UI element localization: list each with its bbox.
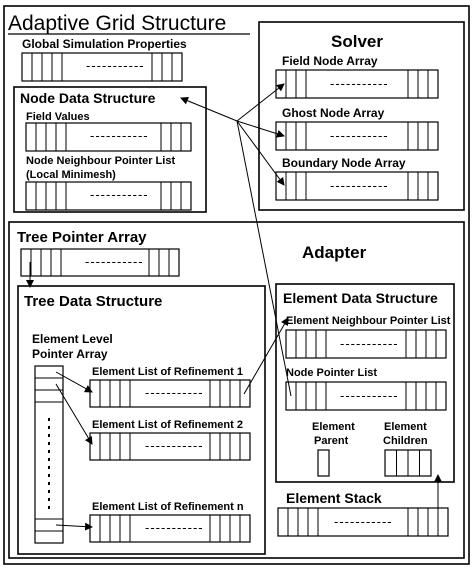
node-neighbour-array: ----------- <box>25 181 192 211</box>
refinement-2-dots: ----------- <box>145 438 204 453</box>
arrow-to-refinement-1 <box>55 371 93 393</box>
ghost-node-array-label: Ghost Node Array <box>282 106 385 120</box>
arrow-to-node-data <box>180 96 238 122</box>
element-children-label-line1: Element <box>384 421 427 433</box>
element-parent-cell <box>317 449 330 477</box>
element-neighbour-dots: ----------- <box>340 336 399 351</box>
solver-title: Solver <box>331 32 383 51</box>
element-parent-label-line1: Element <box>312 421 355 433</box>
refinement-n-dots: ----------- <box>145 520 204 535</box>
element-stack-title: Element Stack <box>286 490 382 506</box>
arrow-to-element-data <box>243 317 289 395</box>
boundary-node-dots: ----------- <box>330 178 389 193</box>
element-level-label: Element Level <box>32 332 113 346</box>
boundary-node-array: ----------- <box>275 171 439 201</box>
arrow-to-refinement-n <box>55 522 93 531</box>
element-stack-dots: ----------- <box>334 514 393 529</box>
element-stack-array: ----------- <box>277 507 449 537</box>
global-properties-label: Global Simulation Properties <box>22 37 187 51</box>
element-neighbour-array: ----------- <box>285 329 447 359</box>
node-pointer-dots: ----------- <box>340 388 399 403</box>
field-values-array: ----------- <box>25 122 192 152</box>
refinement-2-array: ----------- <box>89 432 251 461</box>
outer-frame <box>3 5 470 565</box>
arrow-to-ghost-nodes <box>236 120 285 138</box>
node-data-structure-title: Node Data Structure <box>20 90 156 106</box>
pointer-arrows <box>26 83 442 531</box>
node-neighbour-label: Node Neighbour Pointer List <box>26 155 175 167</box>
element-data-structure-title: Element Data Structure <box>283 290 438 306</box>
node-neighbour-dots: ----------- <box>90 187 149 202</box>
element-neighbour-list-label: Element Neighbour Pointer List <box>286 315 451 327</box>
adapter-title: Adapter <box>302 243 367 262</box>
tree-pointer-dots: ----------- <box>85 254 144 269</box>
node-pointer-list-label: Node Pointer List <box>286 367 377 379</box>
element-children-array <box>384 449 432 477</box>
ghost-node-dots: ----------- <box>330 128 389 143</box>
element-level-pointer-array <box>34 365 64 544</box>
arrow-to-field-nodes <box>236 83 285 122</box>
field-values-label: Field Values <box>26 111 90 123</box>
pointer-array-label: Pointer Array <box>32 347 108 361</box>
refinement-n-array: ----------- <box>89 514 251 543</box>
element-children-label-line2: Children <box>383 435 428 447</box>
arrow-to-boundary-nodes <box>236 120 285 186</box>
refinement-n-label: Element List of Refinement n <box>92 501 244 513</box>
field-node-array: ----------- <box>275 69 439 99</box>
local-minimesh-label: (Local Minimesh) <box>26 169 116 181</box>
refinement-1-label: Element List of Refinement 1 <box>92 366 243 378</box>
refinement-2-label: Element List of Refinement 2 <box>92 419 243 431</box>
node-pointer-array: ----------- <box>285 381 447 411</box>
field-node-dots: ----------- <box>330 76 389 91</box>
refinement-1-array: ----------- <box>89 379 251 408</box>
field-values-dots: ----------- <box>90 128 149 143</box>
diagram-title: Adaptive Grid Structure <box>8 12 226 35</box>
tree-pointer-array-title: Tree Pointer Array <box>17 229 147 246</box>
node-pointer-link <box>236 120 292 397</box>
boundary-node-array-label: Boundary Node Array <box>282 156 406 170</box>
field-node-array-label: Field Node Array <box>282 54 378 68</box>
global-properties-dots: ----------- <box>86 58 145 73</box>
arrow-to-refinement-2 <box>55 383 93 445</box>
global-properties-array: ----------- <box>21 52 183 82</box>
tree-data-structure-title: Tree Data Structure <box>24 293 162 310</box>
ghost-node-array: ----------- <box>275 121 439 151</box>
tree-pointer-array: ----------- <box>20 248 180 277</box>
refinement-1-dots: ----------- <box>145 385 204 400</box>
element-parent-label-line2: Parent <box>314 435 349 447</box>
